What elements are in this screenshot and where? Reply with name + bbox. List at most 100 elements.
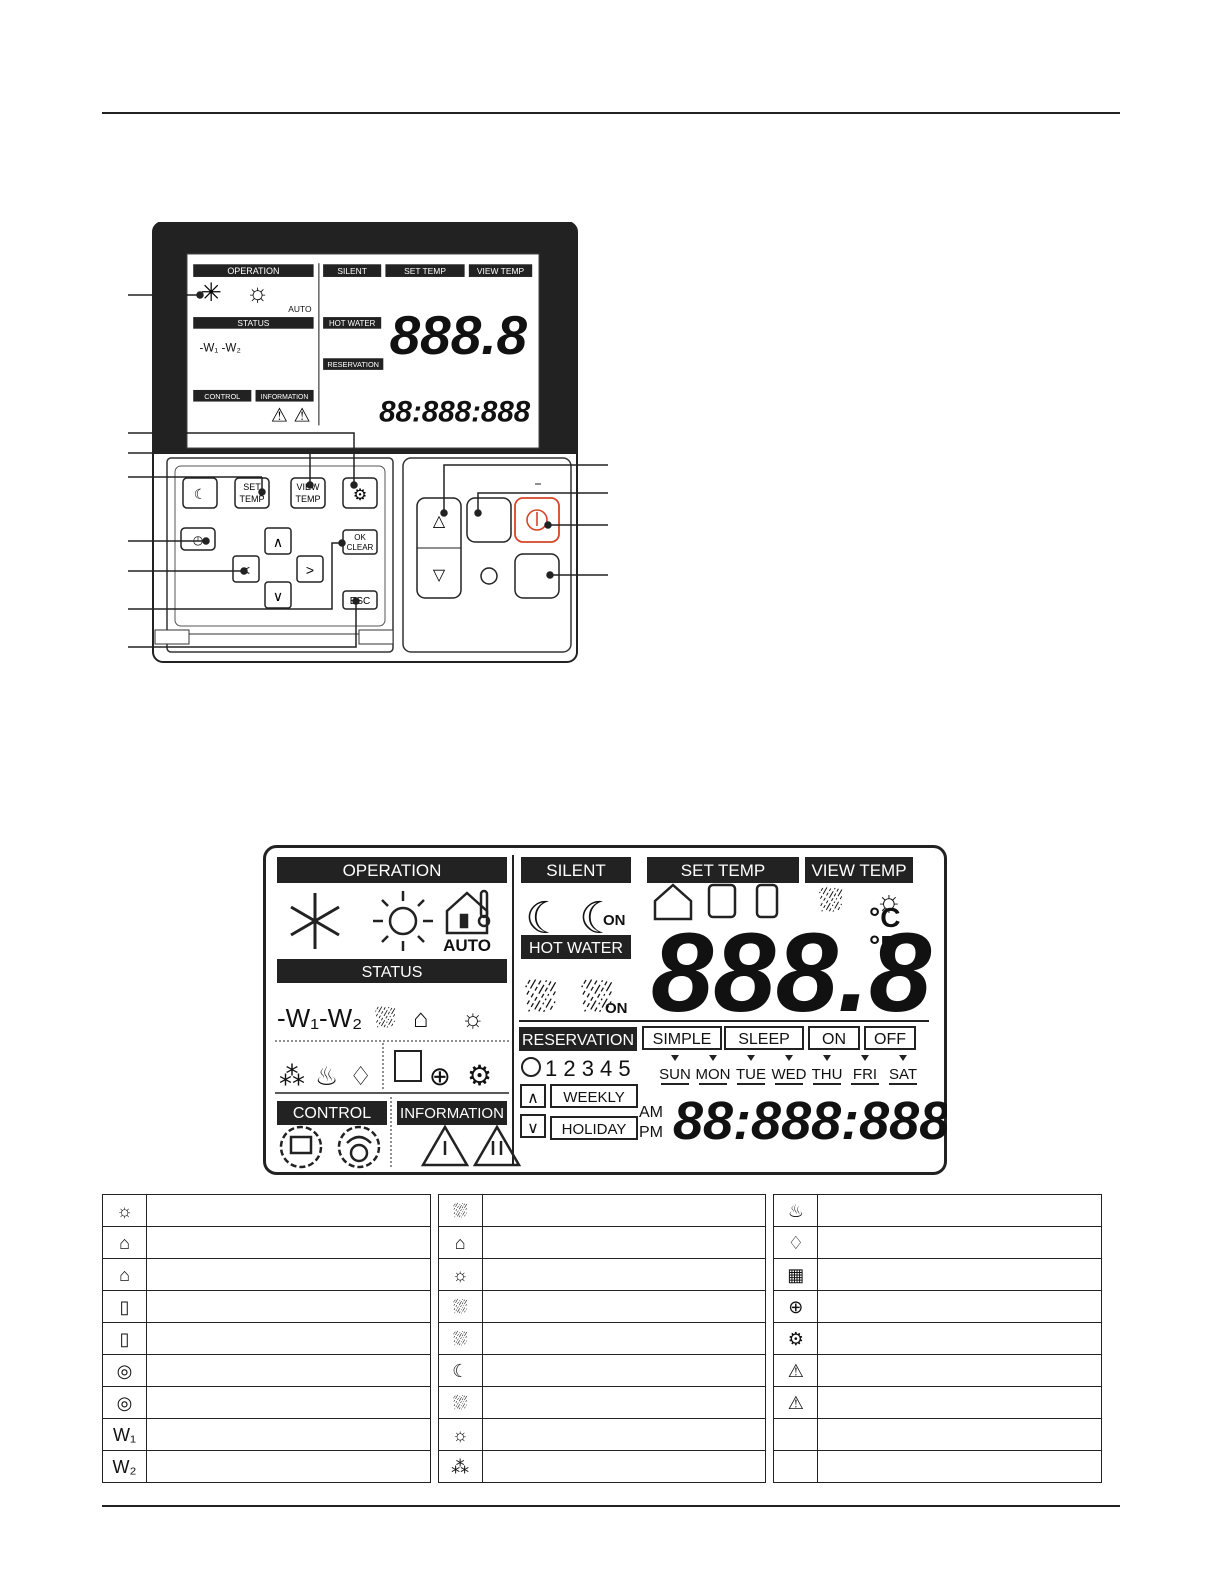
legend-icon-cell: ⊕	[773, 1290, 819, 1323]
icon-legend-table: ☼⛆♨⌂⌂♢⌂☼▦▯⛆⊕▯⛆⚙◎☾⚠◎⛆⚠W₁☼W₂⁂	[102, 1194, 1102, 1483]
svg-text:△: △	[433, 513, 446, 530]
svg-text:AUTO: AUTO	[288, 304, 312, 314]
remote-controller-illustration: OPERATION ✳ ☼ AUTO STATUS -W₁ -W₂ CONTRO…	[152, 222, 578, 663]
home-auto-icon: ⌂	[119, 1232, 130, 1253]
celsius-unit: °C	[869, 902, 900, 933]
legend-icon-cell: ⌂	[102, 1226, 147, 1259]
thermo-out-icon	[755, 883, 779, 919]
legend-row: ◎⛆⚠	[102, 1386, 1102, 1419]
weekly-label: WEEKLY	[563, 1089, 624, 1106]
legend-description-cell	[817, 1290, 1102, 1323]
svg-text:▽: ▽	[433, 567, 446, 584]
legend-icon-cell: ☾	[437, 1354, 483, 1387]
legend-icon-cell: ⌂	[102, 1258, 147, 1291]
control-label: CONTROL	[293, 1105, 371, 1122]
svg-text:⚠: ⚠	[271, 406, 288, 427]
reservation-off-label: OFF	[874, 1031, 906, 1048]
day-marker	[671, 1055, 679, 1061]
legend-icon-cell: ▦	[773, 1258, 819, 1291]
legend-gap	[429, 1258, 439, 1291]
legend-gap	[765, 1354, 775, 1387]
svg-text:-W₁ -W₂: -W₁ -W₂	[200, 341, 241, 354]
hot-water-on-label: ON	[605, 1000, 628, 1017]
legend-description-cell	[481, 1322, 767, 1355]
error-icon: ⚠	[787, 1392, 804, 1413]
legend-icon-cell: ⛆	[437, 1290, 483, 1323]
legend-gap	[429, 1194, 439, 1227]
day-marker	[747, 1055, 755, 1061]
house-thermo-icon	[653, 883, 693, 921]
legend-description-cell	[146, 1290, 431, 1323]
auto-label: AUTO	[443, 936, 491, 955]
svg-text:∨: ∨	[527, 1120, 539, 1137]
reservation-numbers: 1 2 3 4 5	[545, 1056, 631, 1081]
legend-gap	[765, 1194, 775, 1227]
svg-text:STATUS: STATUS	[237, 318, 269, 328]
day-label: SAT	[889, 1066, 917, 1083]
tank-thermo-icon: ▯	[119, 1296, 130, 1317]
legend-description-cell	[817, 1386, 1102, 1419]
warning-icon	[420, 1124, 470, 1167]
legend-icon-cell	[773, 1418, 819, 1451]
legend-icon-cell: ⛆	[437, 1322, 483, 1355]
legend-description-cell	[481, 1194, 767, 1227]
cool-icon	[290, 893, 340, 949]
legend-icon-cell: ⚠	[773, 1386, 819, 1419]
legend-icon-cell: ☼	[437, 1258, 483, 1291]
legend-description-cell	[817, 1418, 1102, 1451]
svg-text:CLEAR: CLEAR	[347, 543, 374, 552]
lcd-diagram: OPERATION AUTO STATUS -W₁-W₂ ⛆ ⌂ ☼ ⁂ ♨ ♢…	[263, 845, 947, 1175]
legend-icon-cell: ☼	[102, 1194, 147, 1227]
svg-text:☼: ☼	[246, 279, 269, 307]
legend-gap	[429, 1354, 439, 1387]
svg-text:INFORMATION: INFORMATION	[261, 394, 309, 401]
silent-on-label: ON	[603, 912, 626, 929]
legend-description-cell	[817, 1354, 1102, 1387]
legend-description-cell	[146, 1258, 431, 1291]
drop-icon: ♢	[787, 1232, 804, 1253]
svg-text:88:888:888: 88:888:888	[379, 396, 531, 429]
svg-text:✳: ✳	[201, 279, 222, 307]
legend-gap	[765, 1450, 775, 1483]
shower-icon: ⛆	[452, 1296, 468, 1317]
legend-row: ⌂ ⌂ ♢	[102, 1226, 1102, 1259]
house-play-icon: ⌂	[413, 1003, 429, 1033]
legend-icon-cell: ⚠	[773, 1354, 819, 1387]
legend-icon-cell: ⌂	[437, 1226, 483, 1259]
drop-icon: ♢	[349, 1061, 372, 1091]
top-rule	[102, 112, 1120, 114]
moon-icon: ☾	[525, 894, 564, 943]
defrost-icon: ♨	[787, 1200, 804, 1221]
legend-description-cell	[481, 1290, 767, 1323]
svg-text:RESERVATION: RESERVATION	[327, 360, 379, 369]
svg-text:TEMP: TEMP	[295, 494, 320, 504]
w1-w2-icons: -W₁-W₂	[277, 1003, 362, 1033]
am-label: AM	[639, 1104, 663, 1121]
shower-heater-icon: ⛆	[452, 1200, 468, 1221]
sun-thermo-icon: ☼	[451, 1424, 469, 1445]
sun-thermo-icon: ☼	[875, 885, 903, 918]
central-control-icon: ◎	[116, 1360, 133, 1381]
error-icon	[472, 1124, 522, 1167]
svg-text:∧: ∧	[273, 534, 283, 550]
down-arrow-icon	[520, 1114, 546, 1138]
legend-row: W₁☼	[102, 1418, 1102, 1451]
day-marker	[861, 1055, 869, 1061]
svg-text:ESC: ESC	[350, 596, 371, 607]
legend-icon-cell: ⁂	[437, 1450, 483, 1483]
legend-icon-cell: W₂	[102, 1450, 147, 1483]
svg-text:⚠: ⚠	[294, 406, 311, 427]
svg-text:∨: ∨	[273, 588, 283, 604]
day-label: WED	[772, 1066, 807, 1083]
legend-gap	[765, 1322, 775, 1355]
legend-gap	[429, 1418, 439, 1451]
legend-gap	[765, 1290, 775, 1323]
legend-gap	[765, 1418, 775, 1451]
clock-digits: 88:888:888	[673, 1091, 947, 1151]
shower-heater-icon: ⛆	[375, 1003, 396, 1033]
legend-description-cell	[146, 1194, 431, 1227]
day-label: SUN	[659, 1066, 691, 1083]
legend-icon-cell: ♨	[773, 1194, 819, 1227]
holiday-label: HOLIDAY	[562, 1121, 627, 1138]
